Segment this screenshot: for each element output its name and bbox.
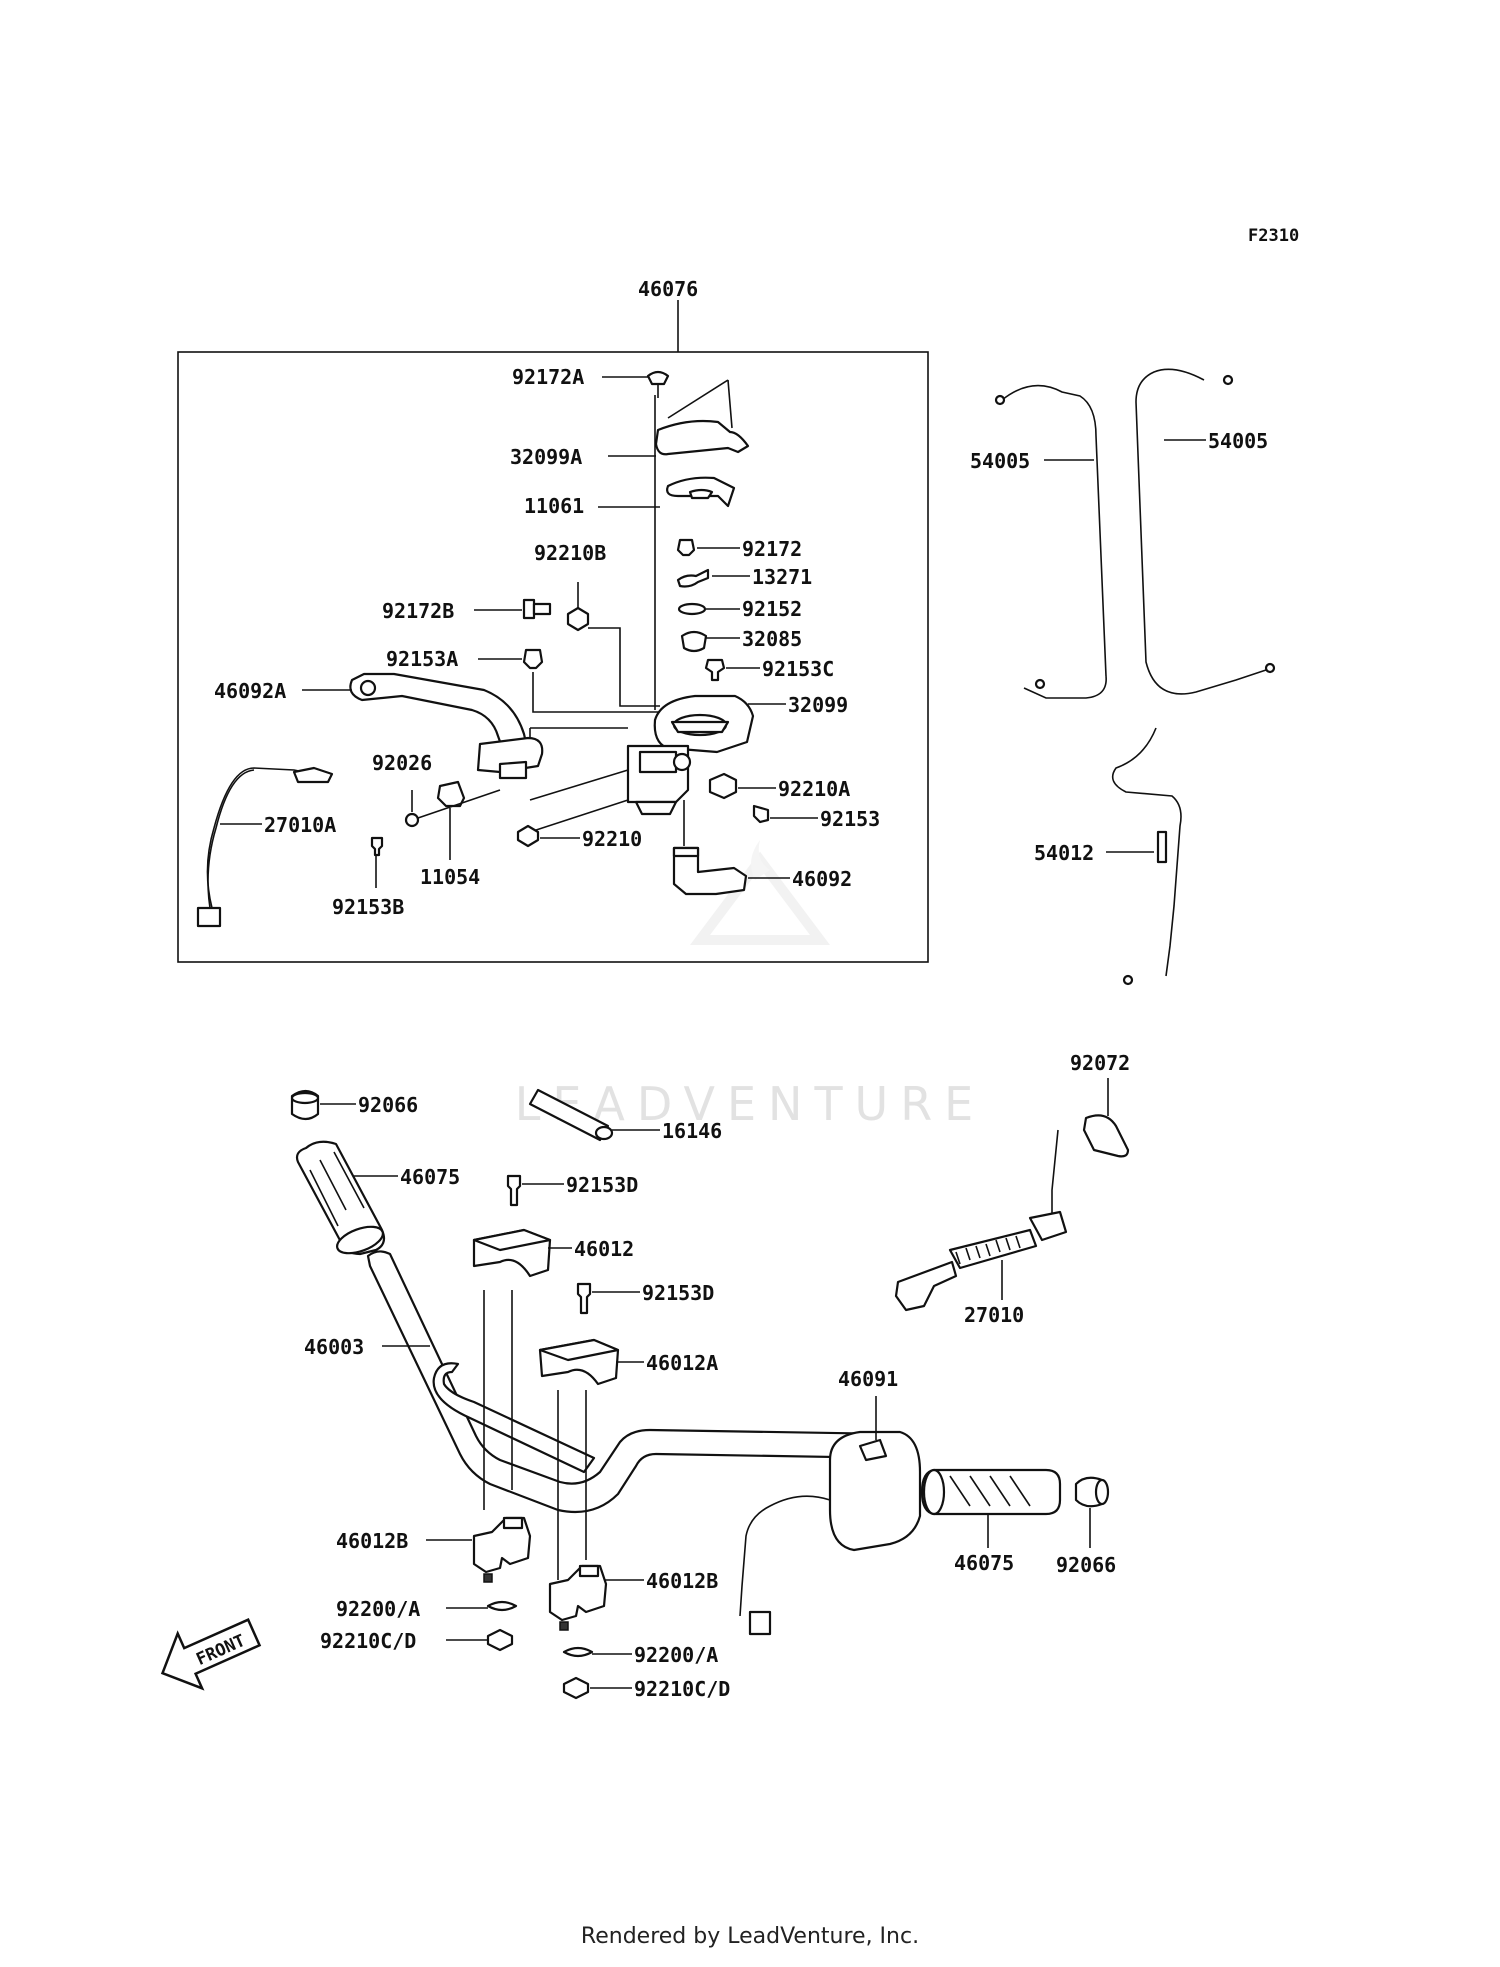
part-92172B[interactable] xyxy=(522,598,552,620)
watermark-logo xyxy=(690,840,830,945)
label-92153C[interactable]: 92153C xyxy=(762,657,834,681)
label-46012A[interactable]: 46012A xyxy=(646,1351,718,1375)
part-46012B-right[interactable] xyxy=(548,1564,608,1631)
part-46012A[interactable] xyxy=(538,1338,620,1386)
part-27010A[interactable] xyxy=(196,766,334,928)
label-92210CD-right[interactable]: 92210C/D xyxy=(634,1677,730,1701)
label-92200A-right[interactable]: 92200/A xyxy=(634,1643,718,1667)
label-54005-right[interactable]: 54005 xyxy=(1208,429,1268,453)
part-92153A[interactable] xyxy=(522,648,544,670)
part-92200A-left[interactable] xyxy=(486,1600,518,1612)
part-46091[interactable] xyxy=(739,1430,922,1636)
label-92066-right[interactable]: 92066 xyxy=(1056,1553,1116,1577)
part-32099A[interactable] xyxy=(654,419,750,456)
label-46012B-right[interactable]: 46012B xyxy=(646,1569,718,1593)
part-92066-right[interactable] xyxy=(1074,1476,1110,1508)
part-46012[interactable] xyxy=(472,1228,552,1278)
part-46003[interactable] xyxy=(366,1250,910,1514)
label-92026[interactable]: 92026 xyxy=(372,751,432,775)
label-16146[interactable]: 16146 xyxy=(662,1119,722,1143)
label-92210B[interactable]: 92210B xyxy=(534,541,606,565)
part-92153B[interactable] xyxy=(370,836,384,857)
part-92152[interactable] xyxy=(677,602,707,616)
part-92066-left[interactable] xyxy=(290,1089,320,1121)
assembly-box-46076 xyxy=(177,351,929,963)
part-13271[interactable] xyxy=(676,568,710,588)
part-92200A-right[interactable] xyxy=(562,1646,594,1658)
cable-54012[interactable] xyxy=(1111,727,1182,986)
part-46075-left[interactable] xyxy=(295,1140,386,1259)
label-92210[interactable]: 92210 xyxy=(582,827,642,851)
front-arrow: FRONT xyxy=(160,1618,262,1691)
part-92172A[interactable] xyxy=(646,370,670,398)
part-92210B[interactable] xyxy=(566,606,590,632)
label-92153D-mid[interactable]: 92153D xyxy=(642,1281,714,1305)
label-27010[interactable]: 27010 xyxy=(964,1303,1024,1327)
part-92153D-top[interactable] xyxy=(506,1174,522,1207)
label-92072[interactable]: 92072 xyxy=(1070,1051,1130,1075)
footer-credit: Rendered by LeadVenture, Inc. xyxy=(580,1924,920,1949)
label-92210CD-left[interactable]: 92210C/D xyxy=(320,1629,416,1653)
part-32099[interactable] xyxy=(653,694,755,754)
label-27010A[interactable]: 27010A xyxy=(264,813,336,837)
label-92153A[interactable]: 92153A xyxy=(386,647,458,671)
part-92210[interactable] xyxy=(516,824,540,848)
label-46012B-left[interactable]: 46012B xyxy=(336,1529,408,1553)
label-92172[interactable]: 92172 xyxy=(742,537,802,561)
label-92153B[interactable]: 92153B xyxy=(332,895,404,919)
part-11054[interactable] xyxy=(436,780,466,808)
label-46075-right[interactable]: 46075 xyxy=(954,1551,1014,1575)
label-32099A[interactable]: 32099A xyxy=(510,445,582,469)
cable-54005-right[interactable] xyxy=(1135,368,1276,695)
part-92210CD-right[interactable] xyxy=(562,1676,590,1700)
label-92066-left[interactable]: 92066 xyxy=(358,1093,418,1117)
label-92200A-left[interactable]: 92200/A xyxy=(336,1597,420,1621)
part-92172[interactable] xyxy=(676,538,696,557)
label-92210A[interactable]: 92210A xyxy=(778,777,850,801)
label-92172B[interactable]: 92172B xyxy=(382,599,454,623)
label-92153[interactable]: 92153 xyxy=(820,807,880,831)
label-92152[interactable]: 92152 xyxy=(742,597,802,621)
label-46075-left[interactable]: 46075 xyxy=(400,1165,460,1189)
label-11054[interactable]: 11054 xyxy=(420,865,480,889)
part-92026[interactable] xyxy=(404,812,420,828)
label-13271[interactable]: 13271 xyxy=(752,565,812,589)
label-92153D-top[interactable]: 92153D xyxy=(566,1173,638,1197)
label-54012[interactable]: 54012 xyxy=(1034,841,1094,865)
part-27010[interactable] xyxy=(894,1129,1068,1312)
part-92210A[interactable] xyxy=(708,772,738,800)
part-92210CD-left[interactable] xyxy=(486,1628,514,1652)
part-92153[interactable] xyxy=(752,804,770,824)
label-32099[interactable]: 32099 xyxy=(788,693,848,717)
label-46091[interactable]: 46091 xyxy=(838,1367,898,1391)
label-46076[interactable]: 46076 xyxy=(638,277,698,301)
part-46012B-left[interactable] xyxy=(472,1516,532,1583)
part-92153C[interactable] xyxy=(704,658,726,682)
part-46075-right[interactable] xyxy=(920,1468,1062,1516)
label-46092A[interactable]: 46092A xyxy=(214,679,286,703)
part-46092A[interactable] xyxy=(349,672,544,780)
part-16146[interactable] xyxy=(528,1088,614,1142)
cable-54005-left[interactable] xyxy=(994,384,1107,699)
label-92172A[interactable]: 92172A xyxy=(512,365,584,389)
label-46012[interactable]: 46012 xyxy=(574,1237,634,1261)
diagram-code: F2310 xyxy=(1248,226,1299,246)
label-46003[interactable]: 46003 xyxy=(304,1335,364,1359)
part-92153D-mid[interactable] xyxy=(576,1282,592,1315)
label-46092[interactable]: 46092 xyxy=(792,867,852,891)
label-54005-left[interactable]: 54005 xyxy=(970,449,1030,473)
part-32085[interactable] xyxy=(680,630,708,653)
part-46092[interactable] xyxy=(672,846,748,896)
part-92072[interactable] xyxy=(1082,1114,1130,1158)
master-cylinder-body[interactable] xyxy=(626,744,692,816)
label-11061[interactable]: 11061 xyxy=(524,494,584,518)
label-32085[interactable]: 32085 xyxy=(742,627,802,651)
